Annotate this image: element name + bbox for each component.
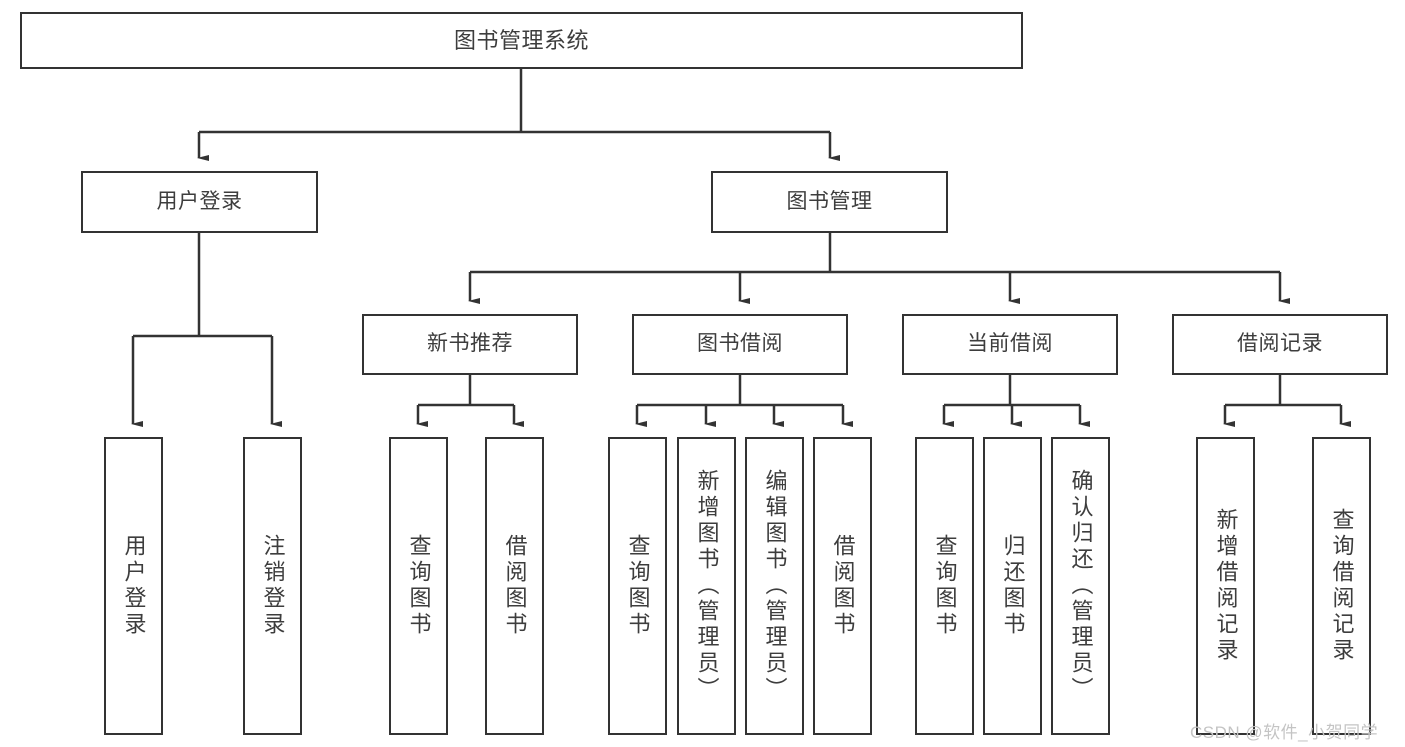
node-leaf-user-login[interactable]: 用户登录 bbox=[104, 437, 163, 735]
node-book-borrow-label: 图书借阅 bbox=[697, 332, 783, 356]
node-leaf-borrow-book-2-label: 借阅图书 bbox=[830, 534, 856, 638]
node-leaf-add-record[interactable]: 新增借阅记录 bbox=[1196, 437, 1255, 735]
node-leaf-query-book-3[interactable]: 查询图书 bbox=[915, 437, 974, 735]
node-root[interactable]: 图书管理系统 bbox=[20, 12, 1023, 69]
node-borrow-record[interactable]: 借阅记录 bbox=[1172, 314, 1388, 375]
node-leaf-user-login-label: 用户登录 bbox=[121, 534, 147, 638]
node-book-borrow[interactable]: 图书借阅 bbox=[632, 314, 848, 375]
csdn-watermark: CSDN @软件_小贺同学 bbox=[1190, 723, 1379, 742]
node-current-borrow[interactable]: 当前借阅 bbox=[902, 314, 1118, 375]
node-leaf-query-book-1[interactable]: 查询图书 bbox=[389, 437, 448, 735]
node-leaf-query-book-2-label: 查询图书 bbox=[625, 534, 651, 638]
node-leaf-borrow-book-1-label: 借阅图书 bbox=[502, 534, 528, 638]
node-leaf-return-book-label: 归还图书 bbox=[1000, 534, 1026, 638]
node-leaf-query-book-1-label: 查询图书 bbox=[406, 534, 432, 638]
node-user-login[interactable]: 用户登录 bbox=[81, 171, 318, 233]
node-new-book-recommend-label: 新书推荐 bbox=[427, 332, 513, 356]
node-leaf-confirm-return-label: 确认归还（管理员） bbox=[1068, 469, 1094, 703]
node-book-manage-label: 图书管理 bbox=[786, 189, 873, 213]
node-leaf-add-record-label: 新增借阅记录 bbox=[1213, 508, 1239, 664]
node-leaf-edit-book-label: 编辑图书（管理员） bbox=[762, 469, 788, 703]
node-root-label: 图书管理系统 bbox=[453, 27, 589, 53]
node-new-book-recommend[interactable]: 新书推荐 bbox=[362, 314, 578, 375]
node-leaf-add-book[interactable]: 新增图书（管理员） bbox=[677, 437, 736, 735]
node-leaf-borrow-book-1[interactable]: 借阅图书 bbox=[485, 437, 544, 735]
node-borrow-record-label: 借阅记录 bbox=[1237, 332, 1323, 356]
node-leaf-query-book-3-label: 查询图书 bbox=[932, 534, 958, 638]
node-current-borrow-label: 当前借阅 bbox=[967, 332, 1053, 356]
node-leaf-user-logout[interactable]: 注销登录 bbox=[243, 437, 302, 735]
node-leaf-query-record[interactable]: 查询借阅记录 bbox=[1312, 437, 1371, 735]
node-leaf-query-book-2[interactable]: 查询图书 bbox=[608, 437, 667, 735]
node-leaf-add-book-label: 新增图书（管理员） bbox=[694, 469, 720, 703]
node-leaf-query-record-label: 查询借阅记录 bbox=[1329, 508, 1355, 664]
node-leaf-return-book[interactable]: 归还图书 bbox=[983, 437, 1042, 735]
node-leaf-user-logout-label: 注销登录 bbox=[260, 534, 286, 638]
node-leaf-borrow-book-2[interactable]: 借阅图书 bbox=[813, 437, 872, 735]
node-book-manage[interactable]: 图书管理 bbox=[711, 171, 948, 233]
node-leaf-confirm-return[interactable]: 确认归还（管理员） bbox=[1051, 437, 1110, 735]
node-user-login-label: 用户登录 bbox=[156, 189, 243, 213]
node-leaf-edit-book[interactable]: 编辑图书（管理员） bbox=[745, 437, 804, 735]
